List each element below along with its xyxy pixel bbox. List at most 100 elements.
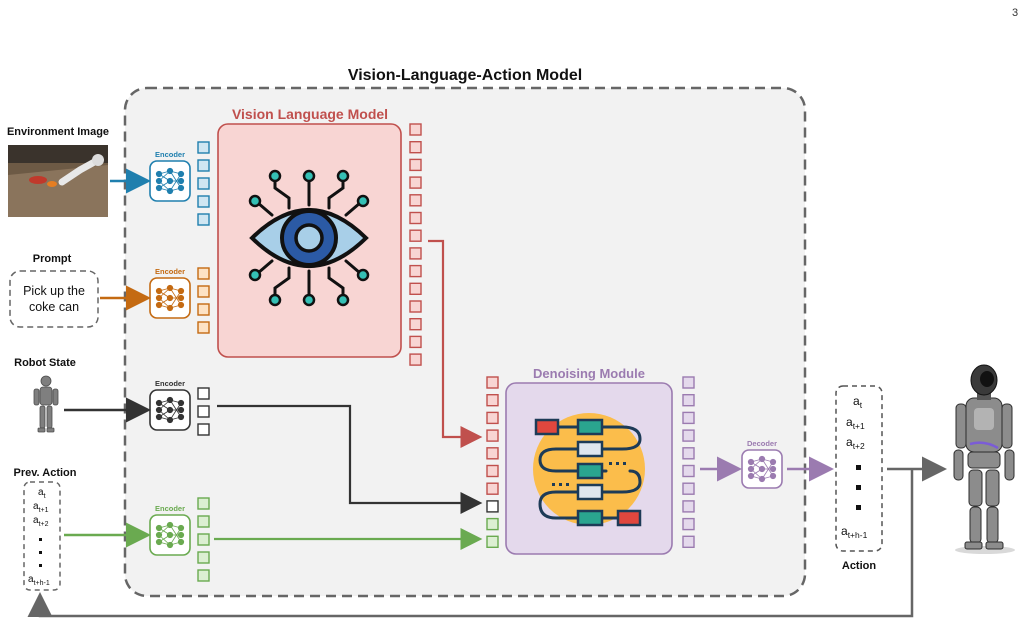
token bbox=[486, 411, 499, 425]
ellipsis-dot bbox=[39, 538, 42, 541]
token bbox=[197, 405, 210, 418]
vlm-output-tokens bbox=[409, 123, 422, 366]
action-output-item: at+1 bbox=[846, 415, 865, 431]
prev-action-item: at bbox=[38, 487, 46, 500]
token bbox=[409, 140, 422, 154]
svg-text:at+2: at+2 bbox=[33, 515, 49, 528]
token bbox=[682, 482, 695, 495]
prev-action-box bbox=[23, 481, 61, 591]
feedback-loop-arrow bbox=[27, 469, 914, 618]
token bbox=[409, 353, 422, 366]
state-to-denoise-arrow bbox=[217, 404, 483, 514]
env-image-label: Environment Image bbox=[7, 126, 109, 138]
token bbox=[409, 176, 422, 189]
token bbox=[486, 500, 499, 513]
token bbox=[486, 376, 499, 389]
action-tokens bbox=[197, 497, 210, 582]
prompt-tokens bbox=[197, 267, 210, 334]
token bbox=[197, 177, 210, 190]
prompt-label: Prompt bbox=[33, 253, 72, 265]
vlm-label: Vision Language Model bbox=[232, 106, 388, 122]
vla-title: Vision-Language-Action Model bbox=[348, 67, 582, 84]
humanoid-robot-icon bbox=[33, 375, 59, 433]
token bbox=[682, 500, 695, 513]
prev-action-item: at+h-1 bbox=[28, 574, 50, 587]
ellipsis-dot bbox=[856, 465, 861, 470]
svg-text:at+2: at+2 bbox=[846, 435, 865, 451]
action-output-item: at+h-1 bbox=[841, 524, 868, 540]
prompt-box bbox=[9, 270, 99, 328]
token bbox=[409, 158, 422, 172]
token bbox=[197, 285, 210, 298]
svg-text:at: at bbox=[853, 394, 863, 410]
token bbox=[197, 195, 210, 208]
neural-network-icon bbox=[747, 455, 777, 483]
token bbox=[486, 535, 499, 548]
token bbox=[409, 335, 422, 349]
ellipsis-dot bbox=[856, 505, 861, 510]
token bbox=[197, 159, 210, 172]
vision-tokens bbox=[197, 141, 210, 226]
denoise-output-tokens bbox=[682, 376, 695, 548]
page-number: 3 bbox=[1012, 7, 1018, 19]
token bbox=[486, 394, 499, 407]
token bbox=[486, 447, 499, 460]
token bbox=[409, 247, 422, 260]
svg-text:at+h-1: at+h-1 bbox=[841, 524, 868, 540]
token bbox=[197, 321, 210, 334]
token bbox=[682, 447, 695, 460]
token bbox=[409, 300, 422, 313]
token bbox=[197, 423, 210, 436]
token bbox=[197, 267, 210, 280]
flowchart-icon bbox=[533, 413, 645, 527]
token bbox=[486, 517, 499, 531]
neural-network-icon bbox=[155, 167, 185, 195]
svg-text:at+h-1: at+h-1 bbox=[28, 574, 50, 587]
prev-action-label: Prev. Action bbox=[14, 467, 77, 479]
prompt-text-line2: coke can bbox=[29, 300, 79, 314]
encoder-label: Encoder bbox=[155, 150, 185, 159]
token bbox=[197, 141, 210, 154]
token bbox=[197, 387, 210, 400]
ellipsis-dot bbox=[856, 485, 861, 490]
token bbox=[197, 497, 210, 510]
token bbox=[486, 429, 499, 442]
token bbox=[409, 194, 422, 207]
svg-text:at: at bbox=[38, 487, 46, 500]
token bbox=[682, 376, 695, 389]
token bbox=[682, 429, 695, 442]
neural-network-icon bbox=[155, 521, 185, 549]
prev-action-item: at+1 bbox=[33, 501, 49, 514]
token bbox=[409, 229, 422, 242]
neural-network-icon bbox=[155, 284, 185, 312]
svg-text:at+1: at+1 bbox=[846, 415, 865, 431]
decoder-label: Decoder bbox=[747, 439, 777, 448]
token bbox=[682, 411, 695, 425]
token bbox=[409, 211, 422, 225]
svg-text:at+1: at+1 bbox=[33, 501, 49, 514]
encoder-label: Encoder bbox=[155, 504, 185, 513]
token bbox=[409, 123, 422, 136]
encoder-label: Encoder bbox=[155, 379, 185, 388]
action-output-label: Action bbox=[842, 560, 877, 572]
denoise-input-tokens bbox=[486, 376, 499, 548]
prompt-text-line1: Pick up the bbox=[23, 284, 85, 298]
token bbox=[409, 318, 422, 331]
token bbox=[197, 213, 210, 226]
ellipsis-dot bbox=[39, 564, 42, 567]
token bbox=[486, 482, 499, 495]
token bbox=[409, 282, 422, 295]
state-tokens bbox=[197, 387, 210, 436]
action-output-item: at+2 bbox=[846, 435, 865, 451]
token bbox=[682, 394, 695, 407]
token bbox=[682, 464, 695, 478]
neural-network-icon bbox=[155, 396, 185, 424]
encoder-label: Encoder bbox=[155, 267, 185, 276]
token bbox=[197, 551, 210, 564]
robot-state-label: Robot State bbox=[14, 357, 76, 369]
token bbox=[409, 264, 422, 278]
token bbox=[682, 535, 695, 548]
denoise-label: Denoising Module bbox=[533, 366, 645, 381]
token bbox=[486, 464, 499, 478]
